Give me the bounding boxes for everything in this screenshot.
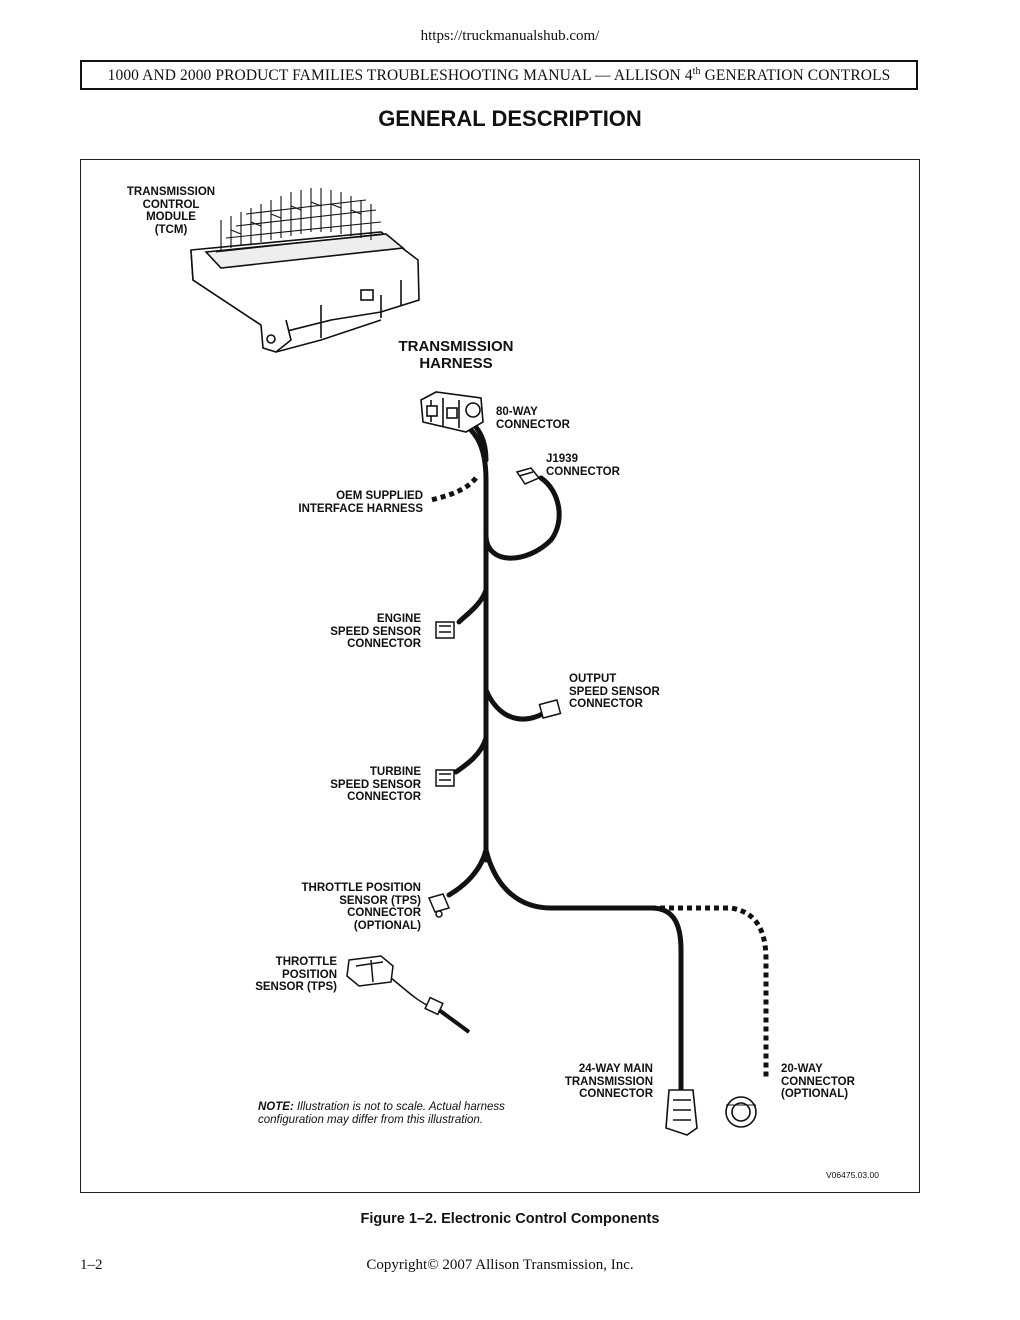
figure-caption: Figure 1–2. Electronic Control Component… [360,1211,660,1227]
running-header: 1000 AND 2000 PRODUCT FAMILIES TROUBLESH… [80,60,918,90]
harness-wires [446,412,684,1098]
label-engine-speed-sensor: ENGINE SPEED SENSOR CONNECTOR [330,613,421,650]
connector-80way-drawing [420,391,484,433]
label-oem-harness: OEM SUPPLIED INTERFACE HARNESS [298,490,423,515]
label-output-speed-sensor: OUTPUT SPEED SENSOR CONNECTOR [569,673,660,710]
connector-20way-drawing [725,1096,757,1128]
section-title: GENERAL DESCRIPTION [378,106,642,131]
label-24way-main-connector: 24-WAY MAIN TRANSMISSION CONNECTOR [564,1063,653,1100]
connector-engine-speed-drawing [435,621,455,639]
optional-dashed-wires [430,476,769,1080]
label-20way-connector: 20-WAY CONNECTOR (OPTIONAL) [781,1063,855,1100]
header-text-tail: GENERATION CONTROLS [700,67,891,84]
connector-tps-drawing [427,893,451,918]
header-text-main: 1000 AND 2000 PRODUCT FAMILIES TROUBLESH… [107,67,693,84]
tps-sensor-drawing [346,955,471,1034]
note-label: NOTE: [258,1101,294,1113]
label-j1939-connector: J1939 CONNECTOR [546,453,620,478]
label-turbine-speed-sensor: TURBINE SPEED SENSOR CONNECTOR [330,766,421,803]
page-number: 1–2 [80,1257,103,1273]
connector-output-speed-drawing [538,698,562,720]
figure-frame: TRANSMISSION CONTROL MODULE (TCM) TRANSM… [80,159,920,1193]
site-url[interactable]: https://truckmanualshub.com/ [420,28,600,44]
harness-illustration [190,188,769,1136]
header-text-sup: th [692,65,701,77]
label-80way-connector: 80-WAY CONNECTOR [496,406,570,431]
copyright: Copyright© 2007 Allison Transmission, In… [366,1257,634,1273]
connector-24way-drawing [665,1089,698,1136]
figure-id: V06475.03.00 [826,1170,879,1180]
running-header-text: 1000 AND 2000 PRODUCT FAMILIES TROUBLESH… [82,62,916,89]
connector-j1939-drawing [515,467,541,485]
connector-turbine-speed-drawing [435,769,455,787]
figure-note: NOTE: Illustration is not to scale. Actu… [258,1101,558,1127]
label-tcm: TRANSMISSION CONTROL MODULE (TCM) [126,186,216,236]
label-tps: THROTTLE POSITION SENSOR (TPS) [255,956,337,993]
label-tps-connector: THROTTLE POSITION SENSOR (TPS) CONNECTOR… [301,882,421,932]
note-text: Illustration is not to scale. Actual har… [258,1101,505,1126]
tcm-module-drawing [190,188,420,353]
label-transmission-harness: TRANSMISSION HARNESS [398,338,514,372]
